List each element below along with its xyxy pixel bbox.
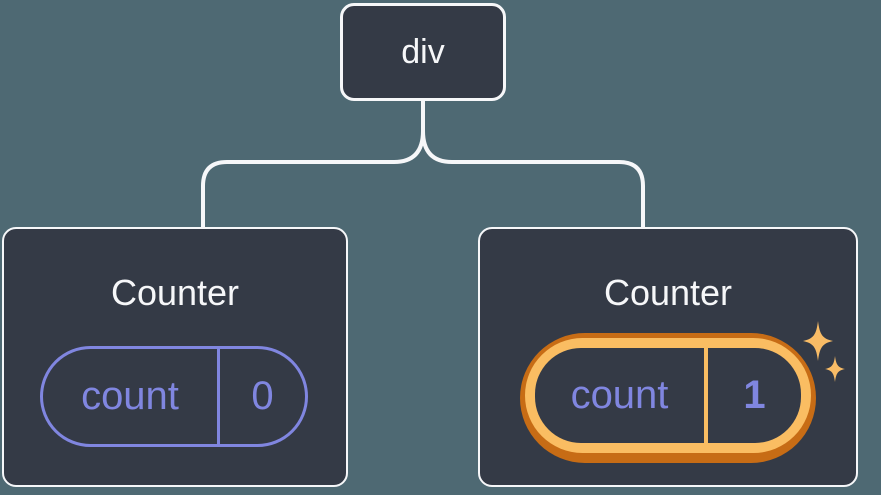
state-key-cell: count <box>535 348 708 443</box>
state-pill-highlight-ring-inner: count 1 <box>525 338 811 453</box>
root-node-div: div <box>340 3 506 101</box>
card-title: Counter <box>603 272 733 313</box>
state-pill-highlighted: count 1 <box>535 348 801 443</box>
counter-card-left: Counter count 0 <box>2 227 348 487</box>
connector-right-branch <box>421 99 645 229</box>
sparkle-small-icon <box>825 356 845 382</box>
state-key-cell: count <box>43 349 220 444</box>
connector-left-branch <box>201 99 425 229</box>
root-node-label: div <box>401 32 445 71</box>
state-value-cell: 0 <box>220 349 305 444</box>
state-value: 0 <box>251 374 274 418</box>
sparkles-icon <box>803 321 845 382</box>
sparkle-large-icon <box>803 321 833 361</box>
state-key-label: count <box>81 374 179 418</box>
state-pill-highlight-ring: count 1 <box>520 333 816 463</box>
state-pill: count 0 <box>40 346 308 447</box>
state-value: 1 <box>743 373 766 417</box>
state-key-label: count <box>570 373 669 417</box>
card-title: Counter <box>110 272 240 313</box>
counter-card-right: Counter count 1 <box>478 227 858 487</box>
state-value-cell: 1 <box>708 348 801 443</box>
